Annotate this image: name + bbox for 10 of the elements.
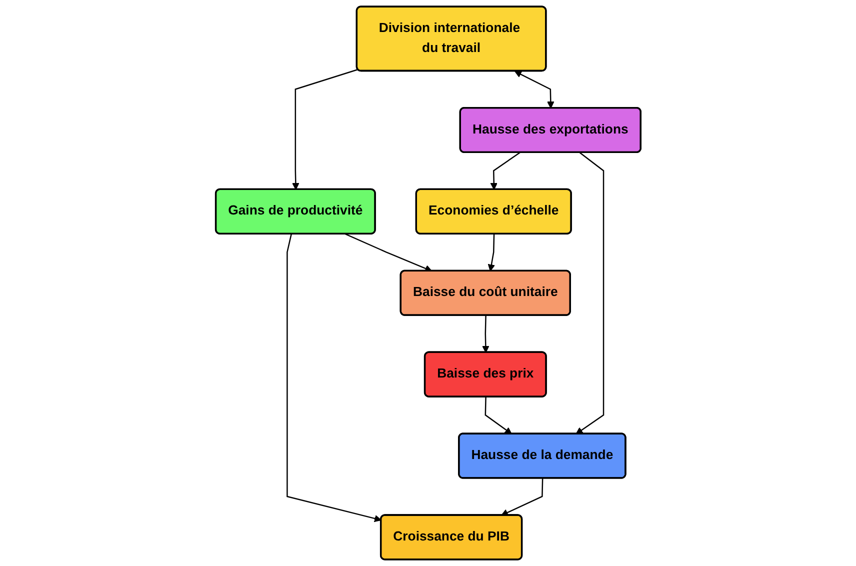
arrow xyxy=(576,152,604,434)
arrow xyxy=(500,478,543,516)
arrow xyxy=(488,234,495,272)
arrow xyxy=(490,152,520,190)
arrow xyxy=(344,233,432,272)
arrow xyxy=(286,234,382,522)
arrow xyxy=(514,70,554,108)
arrow xyxy=(484,396,512,434)
arrow xyxy=(482,315,490,353)
arrow xyxy=(292,68,358,190)
